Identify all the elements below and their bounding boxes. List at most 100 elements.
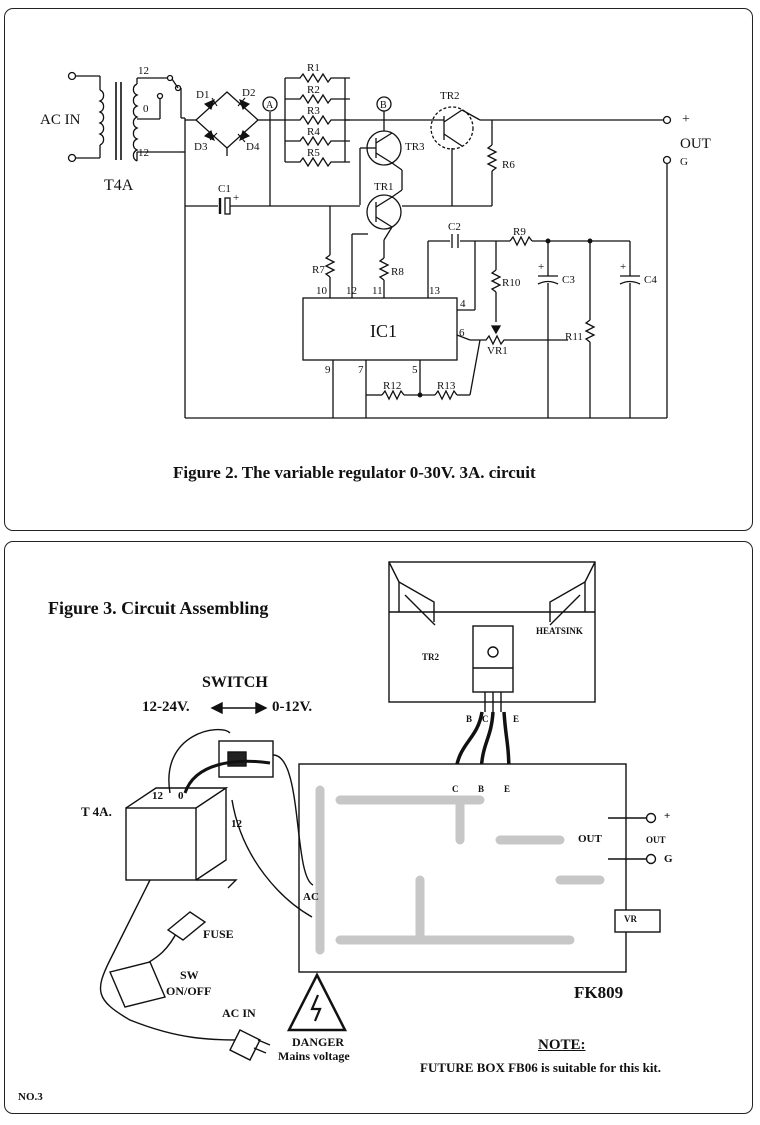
node-a-marker: [262, 96, 278, 112]
note-title: NOTE:: [538, 1037, 586, 1053]
lead-b-label: B: [466, 714, 473, 724]
pin-10: 10: [316, 285, 328, 297]
node-b-label: B: [380, 100, 387, 111]
resistor-r2: [285, 93, 350, 105]
pad-c-label: C: [452, 784, 459, 794]
mains-voltage-label: Mains voltage: [278, 1049, 350, 1063]
onoff-label: ON/OFF: [166, 984, 212, 998]
tap-12-right: 12: [231, 818, 242, 830]
r6-label: R6: [502, 159, 515, 171]
onoff-switch: [109, 961, 166, 1008]
r10-label: R10: [502, 277, 521, 289]
tr2-package: [472, 625, 514, 693]
out-plus-terminal: [662, 115, 672, 125]
r2-label: R2: [307, 84, 320, 96]
out-g-label-fig3: G: [664, 853, 673, 865]
pad-b-label: B: [478, 784, 485, 794]
figure-2-caption: Figure 2. The variable regulator 0-30V. …: [173, 463, 536, 482]
transformer-primary-coil: [98, 89, 105, 146]
tap-0-fig3: 0: [178, 790, 184, 802]
c2-label: C2: [448, 221, 461, 233]
pin-9: 9: [325, 364, 331, 376]
r9-label: R9: [513, 226, 526, 238]
board-label: FK809: [574, 983, 624, 1002]
lead-e-label: E: [513, 714, 520, 724]
selector-contact-0: [156, 92, 164, 100]
resistor-r3: [285, 114, 350, 126]
tr2-label-fig3: TR2: [422, 652, 440, 662]
resistor-r13: [434, 389, 458, 401]
out-label: OUT: [680, 136, 711, 152]
danger-warning-icon: [286, 972, 348, 1032]
r4-label: R4: [307, 126, 320, 138]
out-text-label: OUT: [646, 835, 666, 845]
r13-label: R13: [437, 380, 456, 392]
resistor-r9: [509, 235, 533, 247]
ac-in-terminal-bottom: [67, 153, 77, 163]
out-plus-terminal-fig3: [645, 812, 657, 824]
node-a-label: A: [266, 100, 274, 111]
tap-0: 0: [143, 103, 149, 115]
out-plus-label: +: [682, 112, 690, 127]
pin-4: 4: [460, 298, 466, 310]
tr1-label: TR1: [374, 181, 394, 193]
out-g-label: G: [680, 156, 688, 168]
out-plus-sign: +: [664, 810, 671, 822]
note-text: FUTURE BOX FB06 is suitable for this kit…: [420, 1060, 662, 1075]
tap-12-bottom: 12: [138, 147, 149, 159]
d3-label: D3: [194, 141, 208, 153]
pin-7: 7: [358, 364, 364, 376]
pin-12: 12: [346, 285, 357, 297]
d4-label: D4: [246, 141, 260, 153]
transformer-label: T4A: [104, 177, 134, 194]
transformer-secondary-coil: [132, 83, 139, 162]
resistor-r12: [381, 389, 405, 401]
transformer-t4a: [125, 807, 197, 881]
pad-e-label: E: [504, 784, 511, 794]
transistor-tr1: [366, 194, 402, 230]
fuse-label: FUSE: [203, 927, 234, 941]
r11-label: R11: [565, 331, 583, 343]
d2-label: D2: [242, 87, 255, 99]
ic1-label: IC1: [370, 321, 397, 341]
pin-5: 5: [412, 364, 418, 376]
fuse-holder: [166, 911, 207, 941]
selector-contact-12: [166, 74, 174, 82]
out-g-terminal-fig3: [645, 853, 657, 865]
pin-13: 13: [429, 285, 441, 297]
r8-label: R8: [391, 266, 404, 278]
danger-label: DANGER: [292, 1035, 345, 1049]
pin-11: 11: [372, 285, 383, 297]
tr3-label: TR3: [405, 141, 425, 153]
resistor-r7: [324, 254, 336, 278]
ac-in-label: AC IN: [40, 112, 81, 128]
sw-label: SW: [180, 968, 199, 982]
vr1-label: VR1: [487, 345, 508, 357]
vr-potentiometer: [614, 909, 661, 933]
c3-plus: +: [538, 261, 544, 273]
c1-plus: +: [233, 192, 239, 204]
c3-label: C3: [562, 274, 575, 286]
figure-2-panel: [4, 8, 753, 531]
ac-in-terminal-top: [67, 71, 77, 81]
heatsink-label: HEATSINK: [536, 626, 583, 636]
resistor-r5: [285, 156, 350, 168]
tap-12-top: 12: [138, 65, 149, 77]
transformer-label-fig3: T 4A.: [81, 804, 112, 819]
r5-label: R5: [307, 147, 320, 159]
ac-in-label-fig3: AC IN: [222, 1006, 256, 1020]
page-number: NO.3: [18, 1091, 43, 1103]
figure-3-title: Figure 3. Circuit Assembling: [48, 598, 269, 618]
tap-12-left: 12: [152, 790, 163, 802]
potentiometer-vr1: [470, 334, 568, 346]
pin-6: 6: [459, 327, 465, 339]
range-right-label: 0-12V.: [272, 699, 313, 715]
range-left-label: 12-24V.: [142, 699, 190, 715]
r12-label: R12: [383, 380, 401, 392]
vr-label: VR: [624, 914, 637, 924]
r7-label: R7: [312, 264, 325, 276]
c4-label: C4: [644, 274, 657, 286]
resistor-r6: [486, 144, 498, 172]
